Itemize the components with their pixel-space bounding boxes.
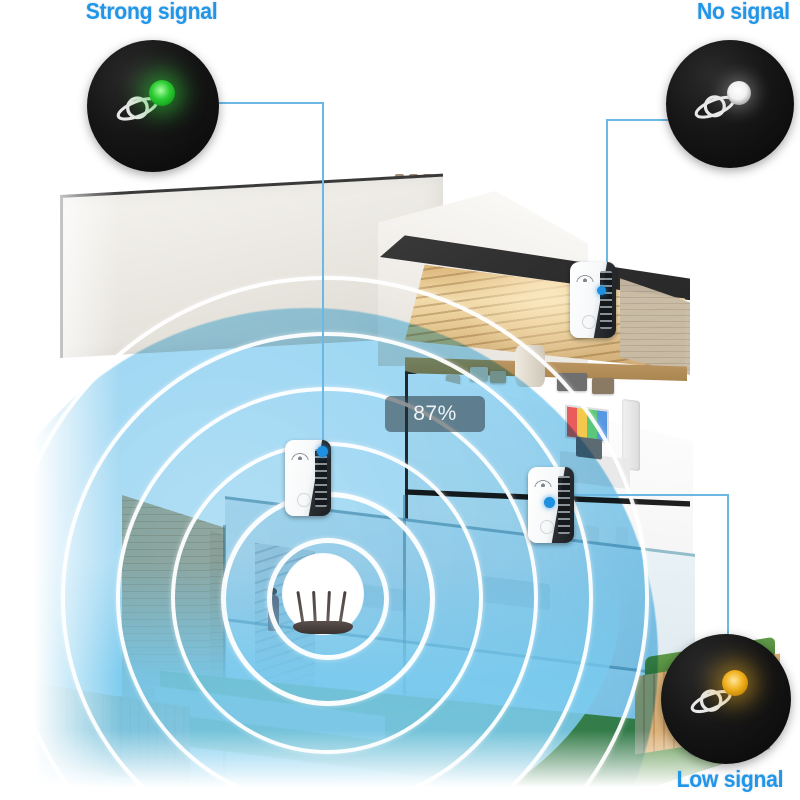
connector-nosignal-horizontal xyxy=(606,119,668,121)
repeater-wps-button[interactable] xyxy=(297,493,311,507)
repeater-vent-grille xyxy=(558,476,570,534)
wifi-repeater-attic[interactable] xyxy=(570,262,616,338)
attic-box-4 xyxy=(592,378,614,394)
callout-label-nosignal: No signal xyxy=(697,0,790,24)
router-antenna-1 xyxy=(296,590,305,626)
wifi-repeater-middle[interactable] xyxy=(285,440,331,516)
connector-strong-horizontal xyxy=(206,102,324,104)
amber-led-indicator xyxy=(722,670,749,697)
callout-indicator-lowsignal[interactable] xyxy=(661,634,791,764)
connector-strong-vertical xyxy=(322,102,324,450)
repeater-vent-grille xyxy=(600,271,612,329)
router-antenna-2 xyxy=(312,590,317,626)
repeater-vent-grille xyxy=(315,449,327,507)
wifi-router xyxy=(293,588,353,634)
connector-lowsignal-horizontal xyxy=(566,494,728,496)
repeater-brand-logo xyxy=(534,477,552,487)
router-antenna-3 xyxy=(326,590,331,626)
router-antenna-4 xyxy=(338,590,347,626)
callout-label-strong: Strong signal xyxy=(85,0,218,24)
green-led-indicator xyxy=(149,79,176,106)
signal-percent-badge: 87% xyxy=(385,396,485,432)
repeater-brand-logo xyxy=(291,450,309,460)
repeater-led-indicator xyxy=(317,446,328,457)
repeater-led-indicator xyxy=(544,497,555,508)
callout-indicator-strong[interactable] xyxy=(87,40,219,172)
repeater-brand-logo xyxy=(576,272,594,282)
signal-percent-value: 87% xyxy=(413,402,457,425)
callout-label-lowsignal: Low signal xyxy=(676,766,784,792)
repeater-led-indicator xyxy=(597,286,606,295)
repeater-wps-button[interactable] xyxy=(540,520,554,534)
repeater-wps-button[interactable] xyxy=(582,315,596,329)
callout-indicator-nosignal[interactable] xyxy=(666,40,794,168)
white-led-indicator xyxy=(727,80,752,105)
connector-lowsignal-vertical xyxy=(727,494,729,654)
wifi-repeater-right[interactable] xyxy=(528,467,574,543)
router-body xyxy=(293,621,353,634)
connector-nosignal-vertical xyxy=(606,119,608,280)
wifi-router-bubble[interactable] xyxy=(283,554,363,634)
attic-box-3 xyxy=(557,373,587,391)
